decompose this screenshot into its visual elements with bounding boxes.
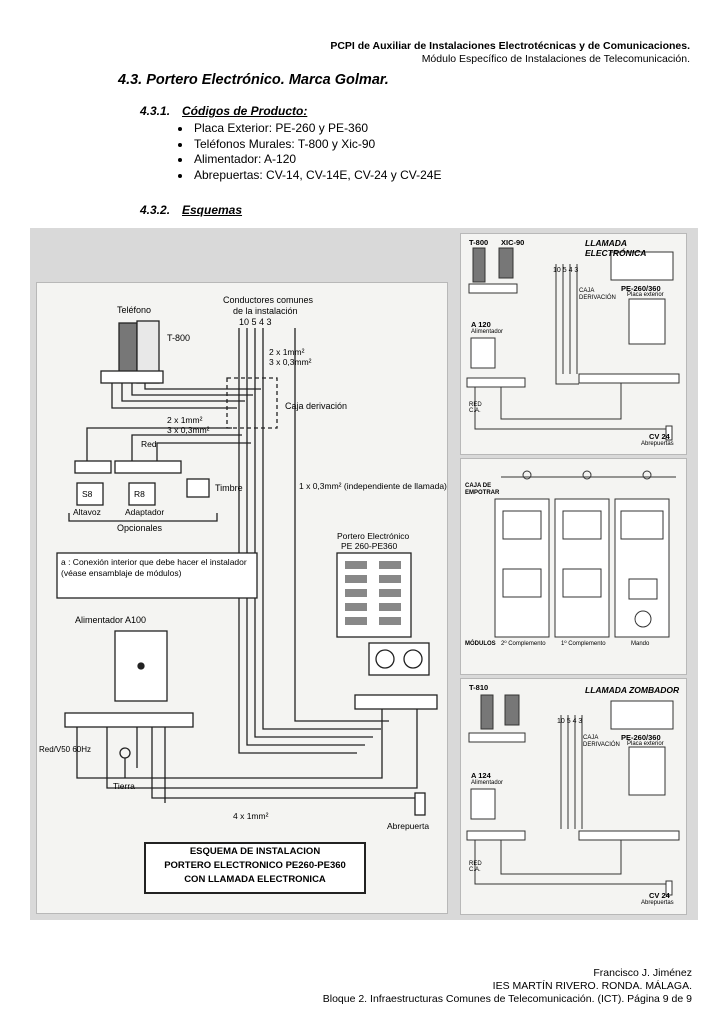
label-terminals: 10 5 4 3 <box>557 718 583 725</box>
label-altavoz: Altavoz <box>73 507 101 517</box>
page-footer: Francisco J. Jiménez IES MARTÍN RIVERO. … <box>323 967 692 1006</box>
label-s8: S8 <box>82 489 93 499</box>
footer-school: IES MARTÍN RIVERO. RONDA. MÁLAGA. <box>492 980 692 992</box>
label-1-complemento: 1º Complemento <box>561 641 606 647</box>
scheme-module-assembly: CAJA DE EMPOTRAR MÓDULOS 2º Complemento … <box>460 458 687 675</box>
label-abrepuertas: Abrepuertas <box>641 900 674 906</box>
page-header: PCPI de Auxiliar de Instalaciones Electr… <box>330 40 690 66</box>
label-portero-1: Portero Electrónico <box>337 531 410 541</box>
label-pe260-360: PE-260/360 <box>621 284 661 293</box>
label-abrepuerta: Abrepuerta <box>387 821 430 831</box>
label-t800: T-800 <box>469 238 489 247</box>
label-cable-independiente: 1 x 0,3mm² (independiente de llamada) <box>299 481 447 491</box>
label-2-complemento: 2º Complemento <box>501 641 546 647</box>
scheme-electronic-call: T-800 XIC-90 LLAMADA ELECTRÓNICA 10 5 4 … <box>460 233 687 455</box>
label-opcionales: Opcionales <box>117 523 163 533</box>
label-terminals-top: 10 5 4 3 <box>239 317 272 327</box>
label-cable-a: 2 x 1mm² <box>269 347 305 357</box>
label-alimentador: Alimentador A100 <box>75 615 147 625</box>
label-de-la-instalacion: de la instalación <box>233 306 298 316</box>
list-item: Abrepuertas: CV-14, CV-14E, CV-24 y CV-2… <box>192 168 441 184</box>
label-llamada-electronica: LLAMADA ELECTRÓNICA <box>585 238 647 258</box>
label-timbre: Timbre <box>215 483 243 493</box>
label-a120: A 120 <box>471 320 491 329</box>
list-item: Teléfonos Murales: T-800 y Xic-90 <box>192 137 441 153</box>
label-a124: A 124 <box>471 771 491 780</box>
section-title: 4.3. Portero Electrónico. Marca Golmar. <box>118 72 389 88</box>
label-cable-c: 2 x 1mm² <box>167 415 203 425</box>
label-t810: T-810 <box>469 683 489 692</box>
label-cable-d: 3 x 0,3mm² <box>167 425 210 435</box>
wiring-diagram <box>56 320 438 894</box>
label-alimentador: Alimentador <box>471 329 504 335</box>
subsection-title: Códigos de Producto: <box>182 104 308 118</box>
label-portero-2: PE 260-PE360 <box>341 541 398 551</box>
label-abrepuertas: Abrepuertas <box>641 441 674 447</box>
label-caja-derivacion: CAJA DERIVACIÓN <box>579 288 616 301</box>
label-xic90: XIC-90 <box>501 238 525 247</box>
label-placa-exterior: Placa exterior <box>627 741 664 747</box>
label-red-ca: RED C.A. <box>469 402 482 414</box>
label-alimentador: Alimentador <box>471 780 504 786</box>
header-course: PCPI de Auxiliar de Instalaciones Electr… <box>330 40 690 52</box>
list-item: Placa Exterior: PE-260 y PE-360 <box>192 121 441 137</box>
header-module: Módulo Específico de Instalaciones de Te… <box>421 53 690 65</box>
scheme-title-line-1: ESQUEMA DE INSTALACION <box>189 846 321 857</box>
subsection-number: 4.3.2. <box>140 203 171 217</box>
label-cv24: CV 24 <box>649 891 670 900</box>
installation-scheme-main: Teléfono T-800 Conductores comunes de la… <box>36 282 448 914</box>
label-caja-empotrar: CAJA DE EMPOTRAR <box>465 483 500 496</box>
label-r8: R8 <box>134 489 145 499</box>
scheme-title-line-2: PORTERO ELECTRONICO PE260-PE360 <box>164 860 346 871</box>
label-cv24: CV 24 <box>649 432 670 441</box>
label-llamada-zombador: LLAMADA ZOMBADOR <box>585 685 680 695</box>
label-red-v: Red/V50 60Hz <box>39 745 92 754</box>
label-placa-exterior: Placa exterior <box>627 292 664 298</box>
module-diagram <box>494 470 676 638</box>
footer-page-info: Bloque 2. Infraestructuras Comunes de Te… <box>322 993 692 1005</box>
footer-author: Francisco J. Jiménez <box>593 967 692 979</box>
wiring-diagram <box>466 247 680 441</box>
subsection-product-codes: 4.3.1. Códigos de Producto: <box>140 104 307 118</box>
label-caja-derivacion: CAJA DERIVACIÓN <box>583 735 620 748</box>
scanned-schematics: Teléfono T-800 Conductores comunes de la… <box>30 228 698 920</box>
label-conductores: Conductores comunes <box>223 295 314 305</box>
label-pe260-360: PE-260/360 <box>621 733 661 742</box>
subsection-title: Esquemas <box>182 203 243 217</box>
product-list: Placa Exterior: PE-260 y PE-360 Teléfono… <box>172 121 441 183</box>
label-terminals: 10 5 4 3 <box>553 267 579 274</box>
label-t800: T-800 <box>167 333 191 343</box>
wiring-diagram <box>466 694 680 896</box>
scheme-buzzer-call: T-810 LLAMADA ZOMBADOR 10 5 4 3 CAJA DER… <box>460 678 687 915</box>
label-telefono: Teléfono <box>117 305 152 315</box>
scheme-title-box: ESQUEMA DE INSTALACION PORTERO ELECTRONI… <box>145 845 365 887</box>
label-caja-derivacion: Caja derivación <box>285 401 348 411</box>
subsection-schemes: 4.3.2. Esquemas <box>140 203 242 217</box>
list-item: Alimentador: A-120 <box>192 152 441 168</box>
label-tierra: Tierra <box>113 781 135 791</box>
label-red-ca: RED C.A. <box>469 861 482 873</box>
label-modulos: MÓDULOS <box>465 641 496 647</box>
label-red: Red <box>141 439 157 449</box>
label-adaptador: Adaptador <box>125 507 165 517</box>
scheme-title-line-3: CON LLAMADA ELECTRONICA <box>184 874 326 885</box>
label-cable-e: 4 x 1mm² <box>233 811 269 821</box>
note-interior-connection: a : Conexión interior que debe hacer el … <box>61 557 247 578</box>
label-mando: Mando <box>631 641 650 647</box>
subsection-number: 4.3.1. <box>140 104 171 118</box>
label-cable-b: 3 x 0,3mm² <box>269 357 312 367</box>
